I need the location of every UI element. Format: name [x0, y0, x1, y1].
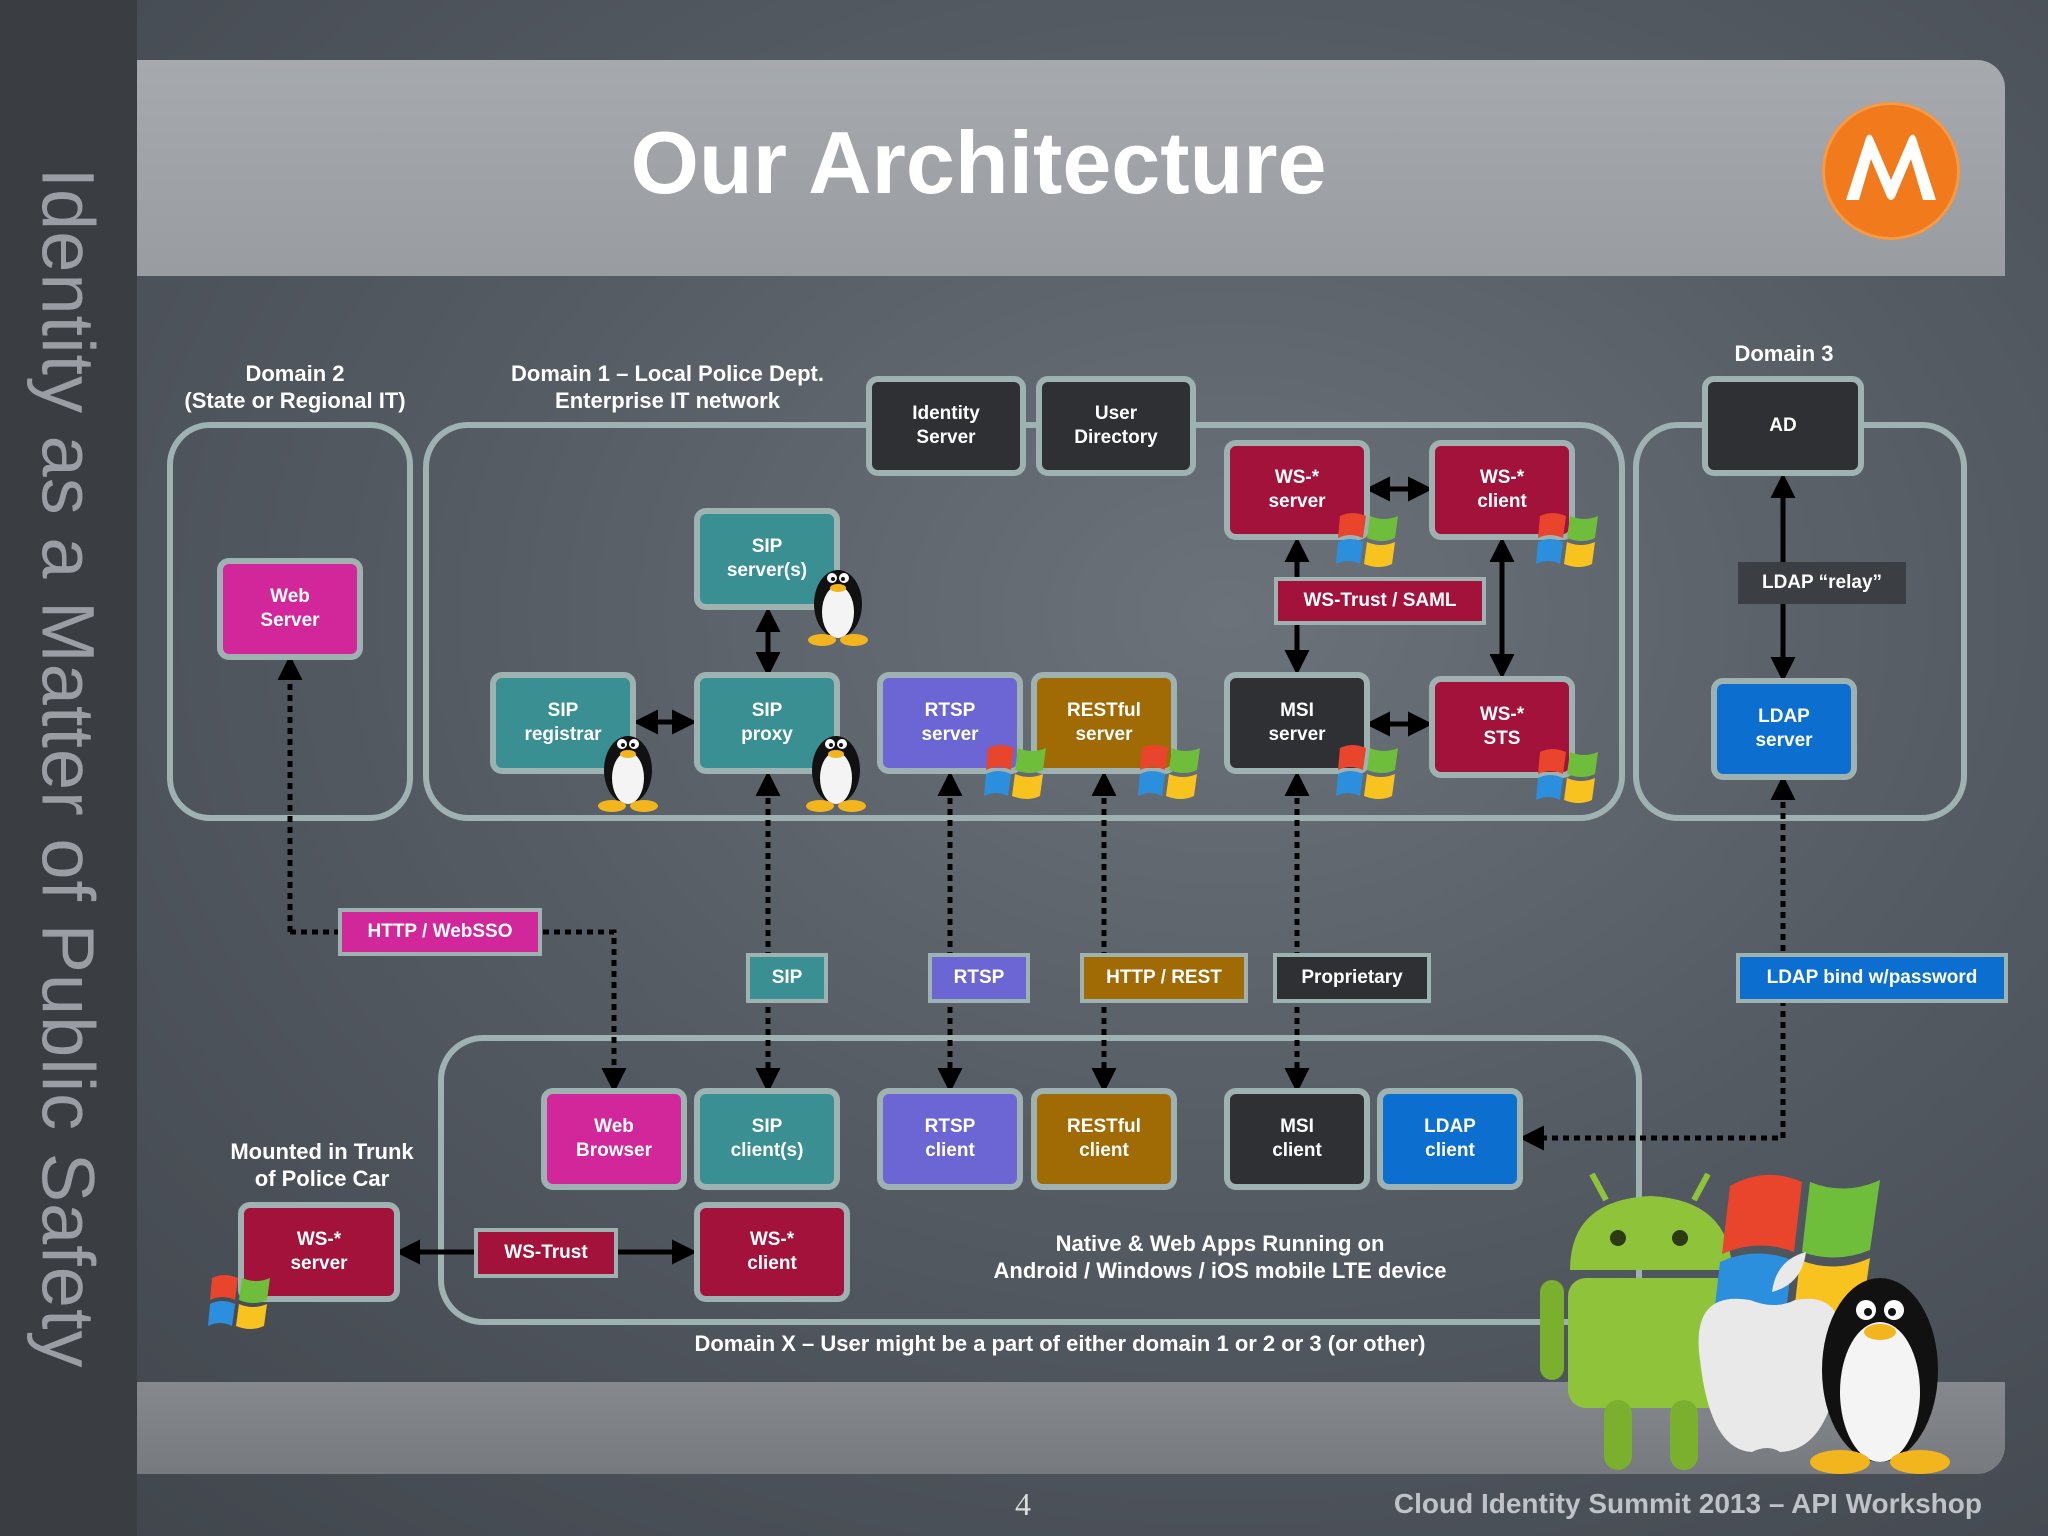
android-icon	[1540, 1172, 1734, 1470]
link-websso-2	[290, 929, 627, 1093]
ws-client-device-node: WS-* client	[694, 1202, 850, 1302]
rtsp-client-node: RTSP client	[877, 1088, 1023, 1190]
proprietary-tag: Proprietary	[1273, 953, 1431, 1003]
motorola-logo	[1822, 102, 1960, 240]
ldap-bind-tag: LDAP bind w/password	[1736, 953, 2008, 1003]
motorola-m-icon	[1846, 134, 1936, 200]
slide-title: Our Architecture	[630, 113, 1327, 212]
tux-penguin-icon	[806, 736, 866, 812]
tux-penguin-icon	[808, 570, 868, 646]
windows-flag-icon	[1138, 745, 1200, 799]
windows-flag-icon	[1336, 745, 1398, 799]
windows-flag-icon	[984, 745, 1046, 799]
web-server-node: Web Server	[217, 558, 363, 660]
rtsp-server-node: RTSP server	[877, 672, 1023, 774]
identity-server-node: Identity Server	[866, 376, 1026, 476]
domain3-label: Domain 3	[1734, 341, 1834, 366]
apple-icon	[1698, 1252, 1842, 1452]
domain1-label: Domain 1 – Local Police Dept. Enterprise…	[511, 361, 824, 413]
title-band	[137, 60, 2005, 276]
page-number: 4	[1015, 1486, 1031, 1522]
windows-logo-icon	[1712, 1174, 1880, 1336]
rtsp-tag: RTSP	[928, 953, 1030, 1003]
windows-flag-icon	[1536, 513, 1598, 567]
tux-penguin-icon	[1810, 1278, 1950, 1474]
sip-tag: SIP	[746, 953, 828, 1003]
ldap-relay-tag: LDAP “relay”	[1738, 562, 1906, 604]
domain2-label: Domain 2 (State or Regional IT)	[184, 361, 406, 413]
msi-client-node: MSI client	[1224, 1088, 1370, 1190]
mobile-platforms-artwork	[1540, 1172, 1950, 1474]
sip-proxy-node: SIP proxy	[694, 672, 840, 774]
windows-flag-icon	[1336, 513, 1398, 567]
user-directory-node: User Directory	[1036, 376, 1196, 476]
web-browser-node: Web Browser	[541, 1088, 687, 1190]
windows-flag-icon	[1536, 749, 1598, 803]
sidebar	[0, 0, 137, 1536]
tux-penguin-icon	[598, 736, 658, 812]
link-ldap-bind	[1519, 775, 1796, 1151]
ws-trust-saml-tag: WS-Trust / SAML	[1274, 577, 1486, 625]
domainx-label: Domain X – User might be a part of eithe…	[694, 1331, 1426, 1356]
footer-text: Cloud Identity Summit 2013 – API Worksho…	[1393, 1488, 1982, 1519]
http-rest-tag: HTTP / REST	[1080, 953, 1248, 1003]
ws-trust-tag: WS-Trust	[474, 1228, 618, 1278]
native-apps-label: Native & Web Apps Running on Android / W…	[993, 1231, 1447, 1283]
ad-node: AD	[1702, 376, 1864, 476]
ldap-client-node: LDAP client	[1377, 1088, 1523, 1190]
http-websso-tag: HTTP / WebSSO	[338, 908, 542, 956]
domainx-container	[438, 1035, 1642, 1325]
trunk-label: Mounted in Trunk of Police Car	[230, 1139, 414, 1191]
windows-flag-icon	[208, 1275, 270, 1329]
msi-server-node: MSI server	[1224, 672, 1370, 774]
sip-client-node: SIP client(s)	[694, 1088, 840, 1190]
restful-client-node: RESTful client	[1031, 1088, 1177, 1190]
ldap-server-node: LDAP server	[1711, 678, 1857, 780]
